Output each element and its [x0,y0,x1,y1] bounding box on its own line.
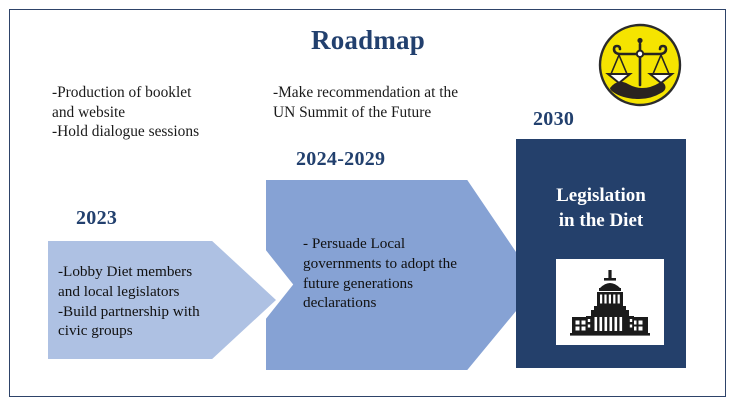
year-label-2024-2029: 2024-2029 [296,148,386,170]
diet-building-photo [556,259,664,345]
scales-of-justice-in-hand-icon [598,23,682,107]
roadmap-arrow-2024-2029-text: - Persuade Local governments to adopt th… [303,235,457,312]
organization-logo [597,22,683,108]
note-phase-2023: -Production of booklet and website -Hold… [52,84,200,141]
destination-title: Legislation in the Diet [556,185,646,231]
year-label-2023: 2023 [76,207,118,229]
diet-building-icon [556,259,664,345]
roadmap-arrow-2023-text: -Lobby Diet members and local legislator… [58,263,200,340]
page-title: Roadmap [311,25,425,55]
year-label-2030: 2030 [533,108,575,130]
note-phase-2024: -Make recommendation at the UN Summit of… [273,84,459,121]
